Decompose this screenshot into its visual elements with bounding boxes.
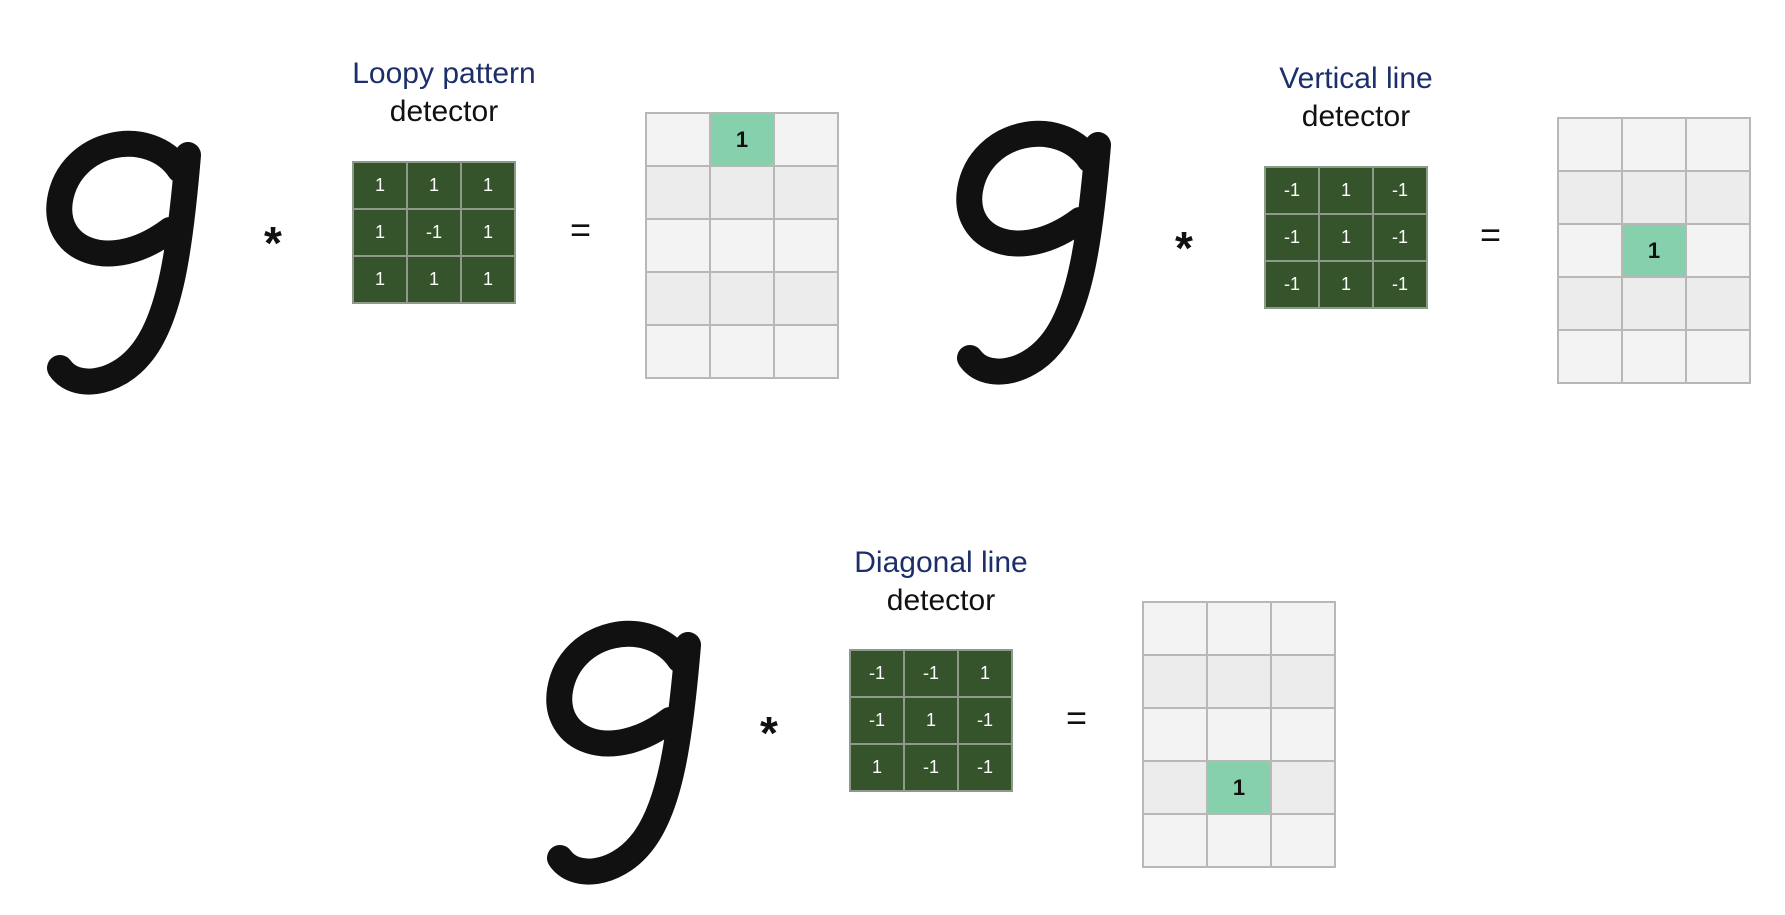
kernel-cell: -1: [408, 210, 460, 255]
feature-map-cell: [1623, 172, 1685, 223]
feature-map-cell: [1208, 815, 1270, 866]
feature-map-cell: [1687, 331, 1749, 382]
detector-title-line1: Vertical line: [1279, 62, 1433, 95]
feature-map-cell: [1208, 603, 1270, 654]
equals-sign: =: [1066, 697, 1088, 738]
feature-map-active-cell: 1: [1623, 225, 1685, 276]
kernel-cell: 1: [462, 163, 514, 208]
convolution-operator: *: [1175, 222, 1193, 274]
feature-map-cell: [711, 220, 773, 271]
feature-map-cell: [775, 273, 837, 324]
detector-title-line2: detector: [389, 95, 499, 128]
feature-map-cell: [1559, 278, 1621, 329]
kernel-cell: -1: [959, 745, 1011, 790]
kernel-cell: -1: [851, 651, 903, 696]
feature-map-cell: [775, 167, 837, 218]
feature-map-cell: [647, 326, 709, 377]
feature-map-cell: [775, 220, 837, 271]
detector-title-line1: Diagonal line: [854, 546, 1028, 579]
feature-map-cell: [1559, 225, 1621, 276]
feature-map-cell: [1559, 331, 1621, 382]
feature-map-cell: [1623, 331, 1685, 382]
equals-sign: =: [1480, 214, 1502, 255]
equals-sign: =: [570, 209, 592, 250]
feature-map-cell: [1687, 225, 1749, 276]
detector-title: Diagonal line detector: [791, 544, 1091, 620]
feature-map-cell: [1144, 656, 1206, 707]
kernel-cell: 1: [905, 698, 957, 743]
kernel-grid: -1 1 -1 -1 1 -1 -1 1 -1: [1264, 166, 1428, 309]
feature-map-cell: [1272, 815, 1334, 866]
feature-map-cell: [1623, 278, 1685, 329]
feature-map-grid: 1: [645, 112, 839, 379]
feature-map-grid: 1: [1557, 117, 1751, 384]
feature-map-cell: [1144, 709, 1206, 760]
kernel-cell: 1: [462, 210, 514, 255]
detector-title: Vertical line detector: [1206, 60, 1506, 136]
detector-title-line2: detector: [1301, 100, 1411, 133]
detector-title: Loopy pattern detector: [294, 55, 594, 131]
kernel-cell: -1: [1266, 262, 1318, 307]
digit-nine-image: [46, 130, 201, 395]
feature-map-cell: [1687, 278, 1749, 329]
kernel-cell: -1: [1374, 262, 1426, 307]
feature-map-cell: [1687, 172, 1749, 223]
feature-map-cell: [1559, 119, 1621, 170]
kernel-cell: -1: [1266, 168, 1318, 213]
detector-title-line1: Loopy pattern: [352, 57, 536, 90]
kernel-cell: 1: [1320, 168, 1372, 213]
kernel-cell: -1: [1374, 168, 1426, 213]
feature-map-cell: [775, 326, 837, 377]
digit-nine-image: [956, 120, 1111, 385]
kernel-cell: 1: [354, 163, 406, 208]
kernel-cell: -1: [959, 698, 1011, 743]
feature-map-cell: [711, 273, 773, 324]
feature-map-cell: [1559, 172, 1621, 223]
convolution-operator: *: [264, 217, 282, 269]
feature-map-cell: [1272, 709, 1334, 760]
kernel-grid: -1 -1 1 -1 1 -1 1 -1 -1: [849, 649, 1013, 792]
feature-map-cell: [1623, 119, 1685, 170]
feature-map-cell: [1208, 656, 1270, 707]
feature-map-cell: [711, 326, 773, 377]
kernel-grid: 1 1 1 1 -1 1 1 1 1: [352, 161, 516, 304]
detector-title-line2: detector: [886, 584, 996, 617]
convolution-operator: *: [760, 707, 778, 759]
feature-map-cell: [647, 114, 709, 165]
feature-map-cell: [711, 167, 773, 218]
feature-map-cell: [1687, 119, 1749, 170]
feature-map-cell: [1272, 762, 1334, 813]
feature-map-cell: [1208, 709, 1270, 760]
kernel-cell: 1: [354, 210, 406, 255]
kernel-cell: 1: [408, 257, 460, 302]
kernel-cell: 1: [462, 257, 514, 302]
feature-map-cell: [775, 114, 837, 165]
feature-map-cell: [1144, 762, 1206, 813]
feature-map-active-cell: 1: [1208, 762, 1270, 813]
kernel-cell: 1: [408, 163, 460, 208]
feature-map-active-cell: 1: [711, 114, 773, 165]
kernel-cell: 1: [354, 257, 406, 302]
kernel-cell: 1: [959, 651, 1011, 696]
kernel-cell: -1: [1266, 215, 1318, 260]
feature-map-cell: [1144, 603, 1206, 654]
kernel-cell: 1: [851, 745, 903, 790]
feature-map-grid: 1: [1142, 601, 1336, 868]
kernel-cell: -1: [851, 698, 903, 743]
feature-map-cell: [1272, 656, 1334, 707]
feature-map-cell: [1144, 815, 1206, 866]
kernel-cell: -1: [905, 745, 957, 790]
feature-map-cell: [647, 220, 709, 271]
kernel-cell: 1: [1320, 262, 1372, 307]
feature-map-cell: [1272, 603, 1334, 654]
digit-nine-image: [546, 620, 701, 885]
feature-map-cell: [647, 167, 709, 218]
feature-map-cell: [647, 273, 709, 324]
kernel-cell: -1: [905, 651, 957, 696]
kernel-cell: 1: [1320, 215, 1372, 260]
kernel-cell: -1: [1374, 215, 1426, 260]
